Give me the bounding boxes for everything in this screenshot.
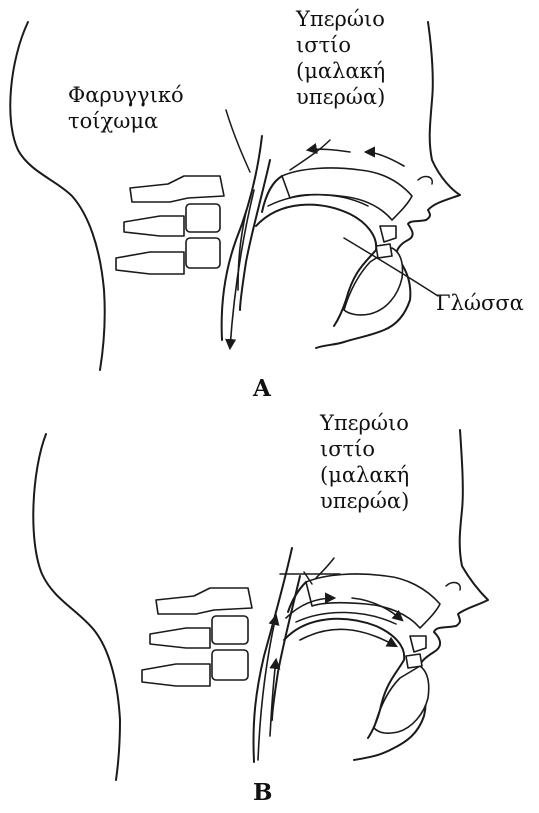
pharyngeal-wall-label-a-line-2: τοίχωμα <box>68 108 184 134</box>
airflow-arrow-oral-3-b <box>300 629 396 646</box>
head-back-outline-a <box>10 22 105 370</box>
head-back-outline-b <box>33 434 120 780</box>
pharyngeal-wall-label-a: Φαρυγγικό τοίχωμα <box>68 82 184 134</box>
velum-label-a-line-2: ιστίο <box>296 32 385 58</box>
lower-teeth-a <box>376 244 392 258</box>
nostril-b <box>446 583 460 590</box>
upper-teeth-a <box>380 226 396 242</box>
velum-label-b: Υπερώιο ιστίο (μαλακή υπερώα) <box>320 410 409 514</box>
velum-label-a-line-1: Υπερώιο <box>296 6 385 32</box>
airflow-arrow-nasal-2-a <box>308 149 350 152</box>
airflow-arrow-nasal-1-a <box>366 152 404 166</box>
velum-label-a-line-4: υπερώα) <box>296 84 385 110</box>
velum-label-b-line-4: υπερώα) <box>320 488 409 514</box>
panel-letter-a: A <box>253 375 271 402</box>
leader-velum-a <box>290 140 330 170</box>
vertebrae-a <box>116 176 224 274</box>
panel-b-figure <box>33 430 488 780</box>
velum-label-b-line-2: ιστίο <box>320 436 409 462</box>
pharyngeal-wall-label-a-line-1: Φαρυγγικό <box>68 82 184 108</box>
panel-a-figure <box>10 22 460 370</box>
vertebrae-b <box>142 588 252 686</box>
velum-label-a-line-3: (μαλακή <box>296 58 385 84</box>
tongue-label-a: Γλώσσα <box>436 290 524 316</box>
panel-letter-b: B <box>253 779 272 806</box>
velum-label-b-line-1: Υπερώιο <box>320 410 409 436</box>
upper-teeth-b <box>410 636 426 652</box>
velum-label-b-line-3: (μαλακή <box>320 462 409 488</box>
leader-pharynx-a <box>226 110 250 172</box>
lower-teeth-b <box>406 654 422 668</box>
airflow-arrow-down-1-a <box>230 190 254 348</box>
nostril-a <box>418 177 432 184</box>
pharyngeal-wall-inner-b <box>272 576 300 720</box>
velum-label-a: Υπερώιο ιστίο (μαλακή υπερώα) <box>296 6 385 110</box>
